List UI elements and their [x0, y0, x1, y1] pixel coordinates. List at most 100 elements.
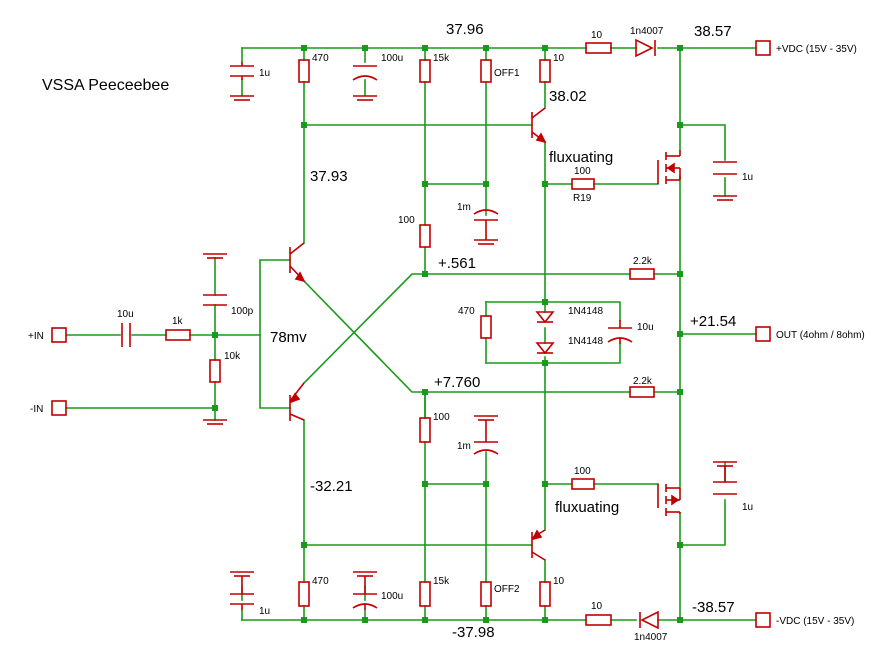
label-resistor-bottom-series: 10: [591, 601, 603, 612]
port-vss-label: -VDC (15V - 35V): [776, 616, 854, 627]
cap-top-1u: [230, 62, 254, 101]
label-cap-top-1m: 1m: [457, 202, 471, 213]
transistor-left-top: [289, 242, 306, 283]
port-vdd-label: +VDC (15V - 35V): [776, 44, 857, 55]
transistor-bottom-driver: [531, 529, 546, 561]
voltage-bias-top: +.561: [438, 255, 476, 272]
resistor-top-470: [298, 59, 310, 83]
cap-bottom-100u: [352, 571, 378, 610]
label-resistor-bottom-gate: 100: [574, 466, 591, 477]
voltage-vss-node: -38.57: [692, 599, 735, 616]
voltage-bottom-rail: -37.98: [452, 624, 495, 641]
resistor-bottom-100: [419, 417, 431, 443]
pot-off2: [480, 581, 492, 607]
label-resistor-bottom-2k2: 2.2k: [633, 376, 653, 387]
label-resistor-10k: 10k: [224, 351, 241, 362]
label-diode-bias-top: 1N4148: [568, 306, 603, 317]
voltage-left-bottom: -32.21: [310, 478, 353, 495]
page-title: VSSA Peeceebee: [42, 77, 169, 94]
resistor-top-2k2: [629, 268, 655, 280]
voltage-vdd-node: 38.57: [694, 23, 732, 40]
resistor-top-15k: [419, 59, 431, 83]
label-cap-input: 10u: [117, 309, 134, 320]
label-diode-bias-bottom: 1N4148: [568, 336, 603, 347]
label-resistor-input: 1k: [172, 316, 184, 327]
label-diode-top: 1n4007: [630, 26, 664, 37]
voltage-top-rail: 37.96: [446, 21, 484, 38]
label-pot-off1: OFF1: [494, 68, 520, 79]
label-resistor-top-100: 100: [398, 215, 415, 226]
label-resistor-bottom-15k: 15k: [433, 576, 450, 587]
port-vdd: [755, 40, 771, 56]
junctions: [212, 45, 683, 623]
cap-top-gate-1u: [713, 161, 737, 201]
cap-top-1m: [473, 209, 499, 245]
cap-bias-10u: [607, 320, 633, 344]
label-cap-bias: 10u: [637, 322, 654, 333]
label-cap-100p: 100p: [231, 306, 254, 317]
voltage-input-node: 78mv: [270, 329, 307, 346]
wires: [65, 47, 757, 621]
components: [51, 38, 771, 630]
pot-off1: [480, 59, 492, 83]
note-fluctuating-bottom: fluxuating: [555, 499, 619, 516]
label-r19-value: 100: [574, 166, 591, 177]
port-in-minus-label: -IN: [30, 404, 43, 415]
cap-bottom-1m: [473, 415, 499, 455]
resistor-top-10: [539, 59, 551, 83]
label-cap-top-100u: 100u: [381, 53, 403, 64]
port-out-label: OUT (4ohm / 8ohm): [776, 330, 865, 341]
resistor-input-1k: [165, 329, 191, 341]
resistor-bottom-15k: [419, 581, 431, 607]
label-resistor-top-series: 10: [591, 30, 603, 41]
mosfet-bottom-output: [657, 484, 681, 516]
transistor-top-driver: [531, 107, 547, 144]
label-diode-bottom: 1n4007: [634, 632, 668, 643]
ground-input: [203, 419, 227, 425]
cap-top-100u: [352, 65, 378, 101]
cap-bottom-1u: [230, 571, 254, 610]
label-resistor-bottom-100: 100: [433, 412, 450, 423]
port-in-plus: [51, 327, 67, 343]
port-in-minus: [51, 400, 67, 416]
label-resistor-bias-470: 470: [458, 306, 475, 317]
label-resistor-bottom-470: 470: [312, 576, 329, 587]
label-resistor-bottom-10: 10: [553, 576, 565, 587]
label-resistor-top-470: 470: [312, 53, 329, 64]
diode-bias-bottom: [535, 342, 555, 355]
labels: VSSA Peeceebee +VDC (15V - 35V) OUT (4oh…: [28, 21, 865, 643]
diode-bias-top: [535, 311, 555, 324]
resistor-bottom-gate-100: [571, 478, 595, 490]
port-in-plus-label: +IN: [28, 331, 44, 342]
resistor-r19: [571, 178, 595, 190]
note-fluctuating-top: fluxuating: [549, 149, 613, 166]
resistor-10k: [209, 359, 221, 383]
label-pot-off2: OFF2: [494, 584, 520, 595]
resistor-bottom-series-10: [585, 614, 612, 626]
cap-100p: [203, 253, 227, 306]
label-r19-ref: R19: [573, 193, 592, 204]
resistor-bottom-470: [298, 581, 310, 607]
diode-top-1n4007: [635, 38, 656, 58]
mosfet-top-output: [657, 150, 681, 184]
resistor-top-100: [419, 224, 431, 248]
voltage-left-top: 37.93: [310, 168, 348, 185]
label-cap-bottom-1u: 1u: [259, 606, 270, 617]
cap-input-10u: [121, 323, 131, 347]
port-vss: [755, 612, 771, 628]
transistor-left-bottom: [289, 382, 305, 421]
port-out: [755, 326, 771, 342]
label-cap-bottom-1m: 1m: [457, 441, 471, 452]
label-cap-top-gate: 1u: [742, 172, 753, 183]
label-resistor-top-15k: 15k: [433, 53, 450, 64]
voltage-q-top-emitter: 38.02: [549, 88, 587, 105]
label-cap-bottom-gate: 1u: [742, 502, 753, 513]
voltage-output: +21.54: [690, 313, 736, 330]
resistor-bottom-2k2: [629, 386, 655, 398]
resistor-bias-470: [480, 315, 492, 339]
label-cap-top-1u: 1u: [259, 68, 270, 79]
voltage-bias-bottom: +7.760: [434, 374, 480, 391]
diode-bottom-1n4007: [639, 610, 659, 630]
label-cap-bottom-100u: 100u: [381, 591, 403, 602]
